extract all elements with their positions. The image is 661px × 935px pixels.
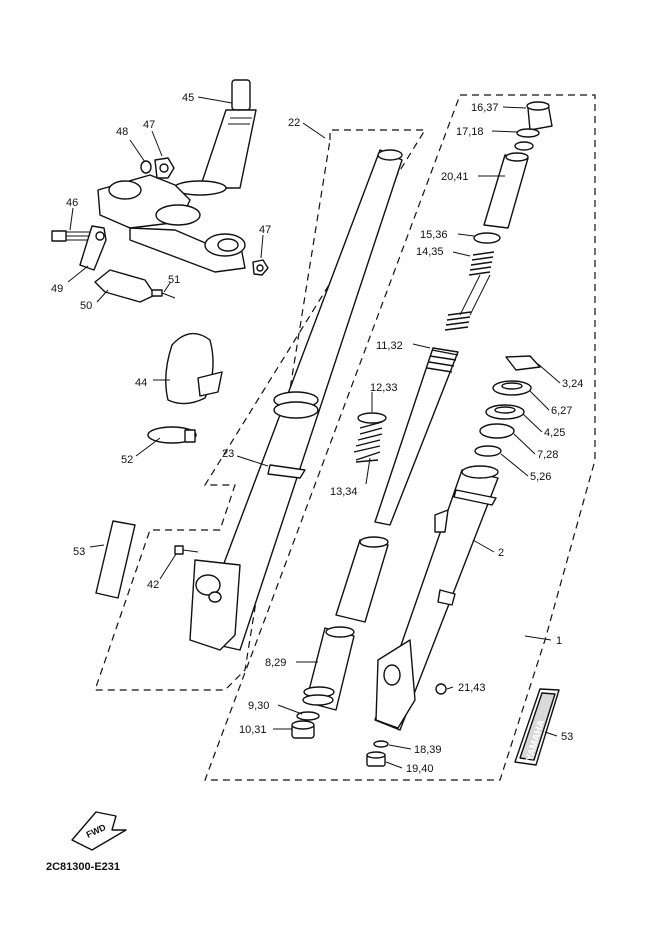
callout-47-side: 47 <box>259 224 271 236</box>
outer-tube-assembly-boundary <box>94 129 427 691</box>
screw-42 <box>174 545 199 555</box>
bracket-49 <box>79 225 107 271</box>
inner-tube-2 <box>374 465 499 731</box>
damper-rod-11-32 <box>374 347 459 526</box>
lock-10-31 <box>291 720 315 739</box>
inner-fork-assembly-boundary <box>204 94 596 781</box>
callout-15-36: 15,36 <box>420 229 448 241</box>
oil-seal-4-25 <box>485 404 525 420</box>
callout-10-31: 10,31 <box>239 724 267 736</box>
callout-53-left: 53 <box>73 546 85 558</box>
bush-5-26 <box>474 445 502 457</box>
fork-cover-44 <box>165 332 223 405</box>
callout-20-41: 20,41 <box>441 171 469 183</box>
callout-16-37: 16,37 <box>471 102 499 114</box>
callout-21-43: 21,43 <box>458 682 486 694</box>
callout-49: 49 <box>51 283 63 295</box>
cap-16-37 <box>526 101 553 131</box>
decal-53-left <box>95 520 136 599</box>
callout-44: 44 <box>135 377 147 389</box>
callout-42: 42 <box>147 579 159 591</box>
spring-13-34 <box>353 421 383 463</box>
callout-22: 22 <box>288 117 300 129</box>
callout-12-33: 12,33 <box>370 382 398 394</box>
callout-48: 48 <box>116 126 128 138</box>
callout-47-top: 47 <box>143 119 155 131</box>
callout-53-right: 53 <box>561 731 573 743</box>
lower-bracket <box>97 174 246 273</box>
seal-6-27 <box>492 380 532 396</box>
diagram-code: 2C81300-E231 <box>46 861 120 873</box>
nut-47-top <box>154 157 175 179</box>
callout-14-35: 14,35 <box>416 246 444 258</box>
callout-13-34: 13,34 <box>330 486 358 498</box>
band-52 <box>147 426 197 444</box>
callout-1: 1 <box>556 635 562 647</box>
washer-7-28 <box>479 423 515 439</box>
o-ring-17-18 <box>516 128 540 138</box>
callout-51: 51 <box>168 274 180 286</box>
leader-lines <box>67 96 561 769</box>
callout-3-24: 3,24 <box>562 378 583 390</box>
callout-19-40: 19,40 <box>406 763 434 775</box>
seal-9-30 <box>296 711 320 721</box>
callout-9-30: 9,30 <box>248 700 269 712</box>
ring-12-33 <box>357 412 387 424</box>
fwd-arrow-icon: FWD <box>71 811 127 851</box>
collar-small <box>514 141 534 151</box>
callout-4-25: 4,25 <box>544 427 565 439</box>
outer-tube-23 <box>189 149 403 651</box>
callout-11-32: 11,32 <box>376 340 403 352</box>
callout-46: 46 <box>66 197 78 209</box>
nut-47-side <box>252 259 269 276</box>
washer-48 <box>140 160 152 174</box>
callout-52: 52 <box>121 454 133 466</box>
bushing-8-29 <box>302 626 355 711</box>
washer-15-36 <box>473 232 501 244</box>
callout-17-18: 17,18 <box>456 126 484 138</box>
yamaha-decal-53: YAMAHA <box>514 688 560 766</box>
callout-8-29: 8,29 <box>265 657 286 669</box>
spacer-20-41 <box>483 152 529 229</box>
callout-45: 45 <box>182 92 194 104</box>
cylinder-lower-left <box>335 536 389 623</box>
clamp-50 <box>94 269 156 303</box>
callout-6-27: 6,27 <box>551 405 572 417</box>
callout-2: 2 <box>498 547 504 559</box>
screw-51 <box>151 289 176 299</box>
clip-21-43 <box>435 683 447 695</box>
callout-50: 50 <box>80 300 92 312</box>
callout-5-26: 5,26 <box>530 471 551 483</box>
fork-spring-14-35 <box>444 251 495 331</box>
bolt-19-40 <box>366 751 386 767</box>
washer-18-39 <box>373 740 389 748</box>
callout-18-39: 18,39 <box>414 744 442 756</box>
callout-23: 23 <box>222 448 234 460</box>
callout-7-28: 7,28 <box>537 449 558 461</box>
dust-seal-3-24 <box>505 355 541 371</box>
